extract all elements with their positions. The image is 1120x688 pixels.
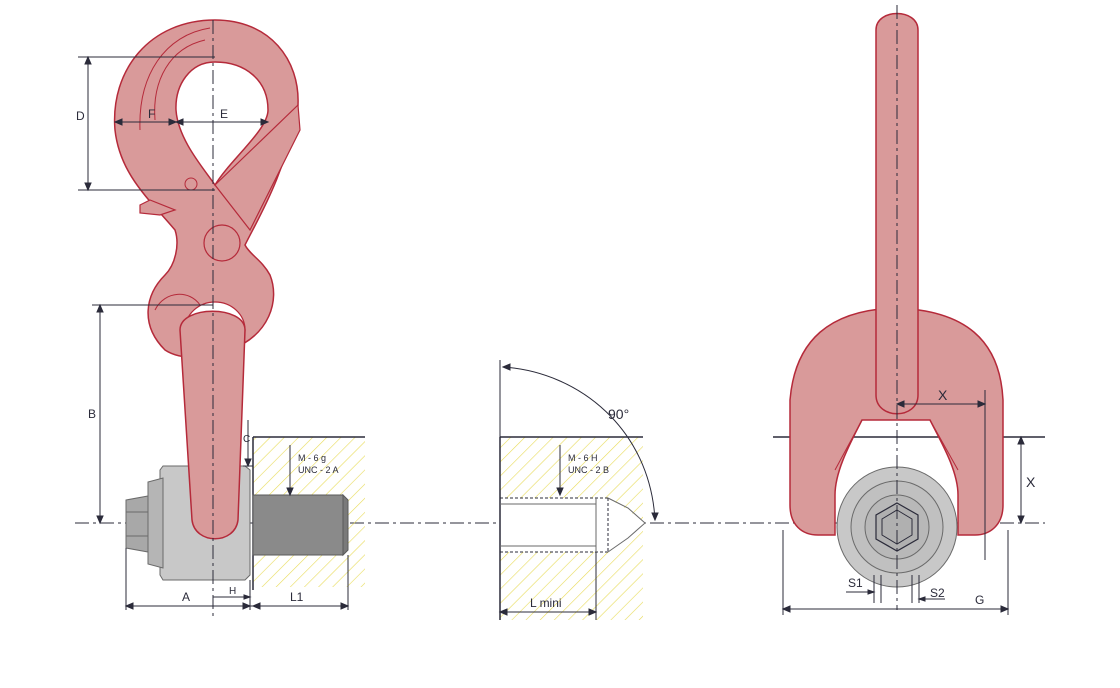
label-G: G	[975, 593, 984, 607]
bolt-thread	[252, 493, 349, 557]
label-H: H	[229, 586, 236, 597]
dim-F-E	[113, 118, 270, 126]
label-D: D	[76, 109, 85, 123]
hook	[113, 19, 301, 359]
dim-A-H-L1	[124, 548, 350, 610]
angle-arc	[499, 360, 659, 522]
dim-D	[78, 55, 215, 192]
thread-int-line1: M - 6 H	[568, 453, 598, 463]
label-A: A	[182, 590, 190, 604]
dim-L-mini	[498, 552, 598, 620]
dim-X-horizontal	[895, 390, 987, 560]
label-angle: 90°	[608, 406, 629, 422]
label-C: C	[243, 434, 250, 445]
bolt-disc	[836, 466, 958, 588]
tapped-hole	[499, 436, 646, 620]
label-S1: S1	[848, 576, 863, 590]
label-L-mini: L mini	[530, 596, 562, 610]
thread-int-line2: UNC - 2 B	[568, 465, 609, 475]
label-E: E	[220, 107, 228, 121]
thread-ext-note	[286, 445, 294, 497]
label-F: F	[148, 107, 155, 121]
thread-ext-line1: M - 6 g	[298, 453, 326, 463]
thread-int-note	[556, 445, 564, 497]
dim-S1-S2-G	[781, 530, 1010, 615]
label-X-horizontal: X	[938, 387, 948, 403]
label-X-vertical: X	[1026, 474, 1036, 490]
thread-ext-line2: UNC - 2 A	[298, 465, 339, 475]
label-S2: S2	[930, 586, 945, 600]
label-L1: L1	[290, 590, 304, 604]
dim-X-vertical	[1017, 435, 1025, 525]
dim-B	[92, 303, 213, 525]
label-B: B	[88, 407, 96, 421]
dim-C	[243, 420, 253, 468]
